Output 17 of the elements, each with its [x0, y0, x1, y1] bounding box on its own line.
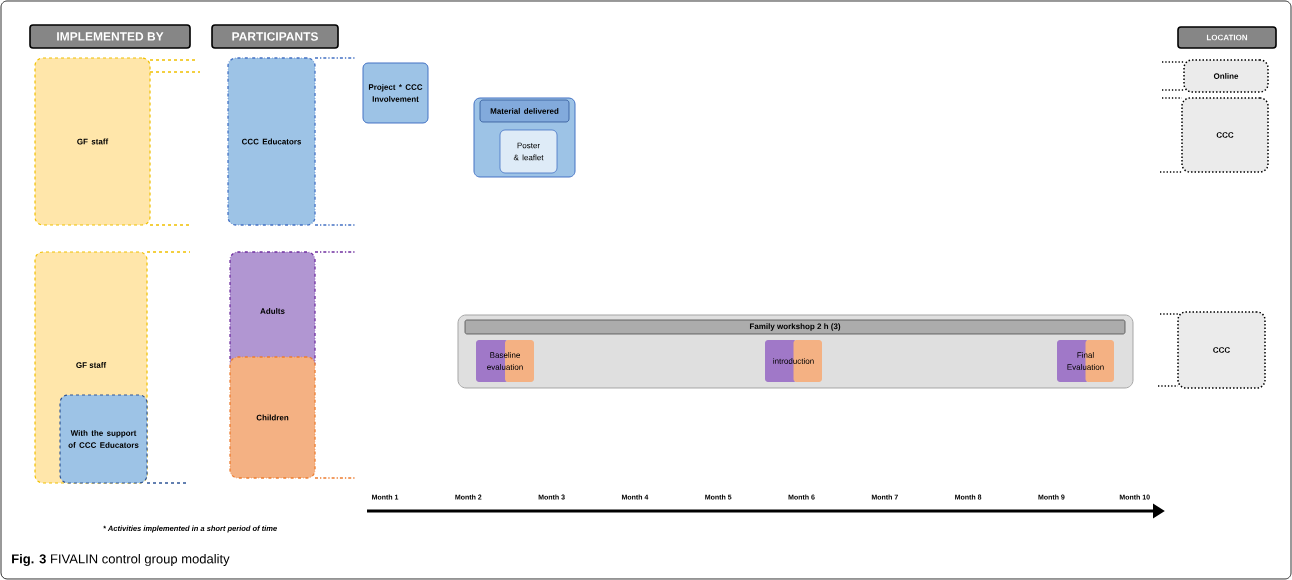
participant-box: Adults [229, 251, 316, 371]
session-box: Baseline evaluation [476, 340, 534, 382]
session-box: introduction [765, 340, 822, 382]
participant-box: Children [229, 356, 316, 479]
session-box: Final Evaluation [1057, 340, 1114, 382]
location-box: CCC [1177, 311, 1266, 389]
staff-box: GF staff [34, 57, 151, 226]
support-box: With the support of CCC Educators [59, 394, 148, 484]
location-box: CCC [1181, 97, 1269, 173]
location-box: Online [1183, 59, 1269, 93]
column-header: LOCATION [1177, 26, 1277, 49]
column-header: IMPLEMENTED BY [29, 24, 191, 49]
participant-box: CCC Educators [227, 57, 316, 226]
activity-box: Project * CCC Involvement [362, 62, 429, 124]
column-header: PARTICIPANTS [211, 24, 339, 49]
caption: Fig. 3 FIVALIN control group modality [12, 553, 230, 567]
material-box: Poster & leaflet [499, 129, 558, 174]
